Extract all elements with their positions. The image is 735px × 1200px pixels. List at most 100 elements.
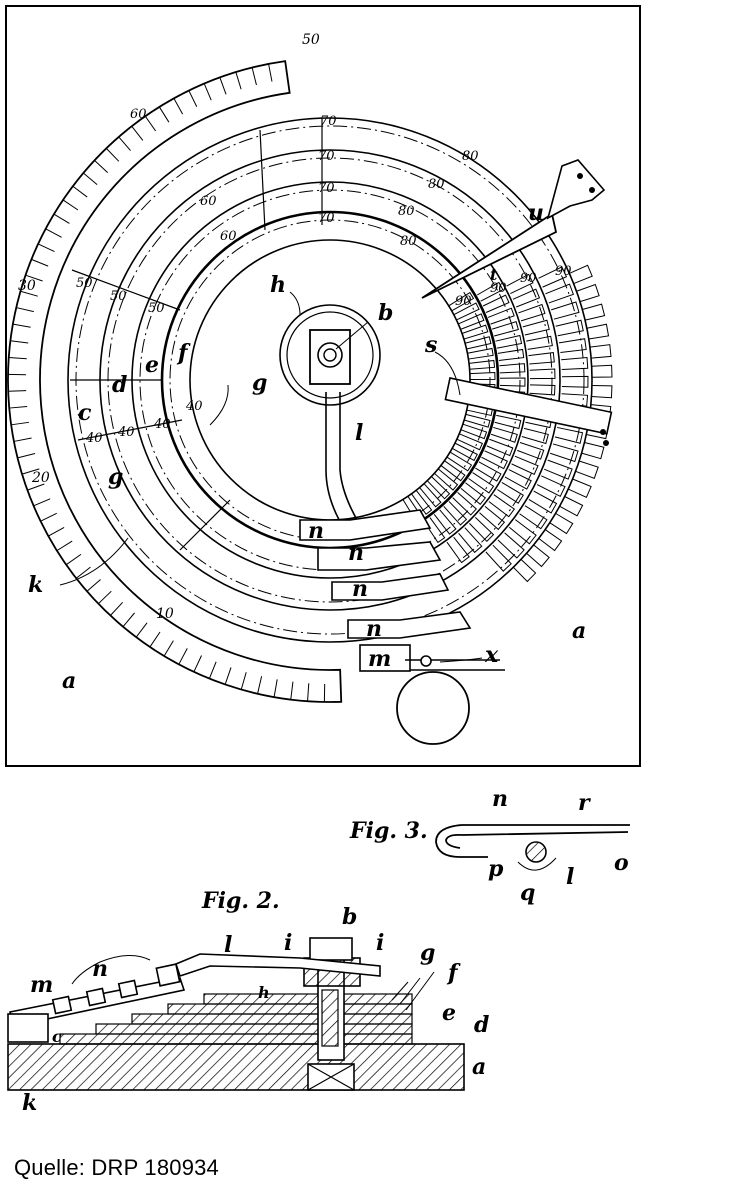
outer-band-tick bbox=[105, 148, 120, 162]
scale-number-30: 30 bbox=[18, 278, 36, 294]
comb-tooth bbox=[526, 335, 553, 350]
comb-tooth bbox=[538, 266, 568, 288]
outer-band-tick bbox=[284, 61, 289, 80]
comb-tooth bbox=[464, 413, 491, 428]
ring-number-60-c: 60 bbox=[200, 194, 217, 209]
comb-tooth bbox=[499, 377, 526, 387]
label-g-outer: g bbox=[108, 464, 123, 490]
outer-band-tick bbox=[56, 540, 73, 552]
comb-tooth bbox=[568, 478, 592, 499]
disc-stack bbox=[59, 993, 413, 1045]
ring-number-90-c: 90 bbox=[555, 264, 572, 279]
fig3-label-o: o bbox=[614, 850, 629, 876]
ring-number-50-d: 50 bbox=[110, 289, 127, 304]
fig2-label-h: h bbox=[258, 983, 270, 1002]
label-t: t bbox=[490, 265, 498, 284]
comb-tooth bbox=[529, 368, 556, 380]
outer-band-tick bbox=[224, 667, 232, 685]
ring-number-40-d: 40 bbox=[117, 425, 135, 440]
figure-1: 50 50 50 40 40 40 40 70 70 70 70 80 80 8… bbox=[5, 5, 641, 767]
comb-tooth bbox=[591, 364, 613, 378]
ring-number-40-e: 40 bbox=[153, 417, 171, 432]
comb-tooth bbox=[411, 490, 433, 515]
comb-tooth bbox=[469, 371, 496, 381]
outer-band-tick bbox=[149, 631, 161, 648]
outer-band-tick bbox=[65, 553, 82, 566]
comb-tooth bbox=[488, 494, 516, 518]
label-a-left: a bbox=[62, 668, 76, 694]
outer-band-tick bbox=[163, 640, 174, 657]
source-caption: Quelle: DRP 180934 bbox=[14, 1155, 219, 1180]
scale-number-20: 20 bbox=[31, 470, 50, 486]
outer-band-tick bbox=[48, 526, 65, 537]
ring-dividers bbox=[70, 118, 323, 551]
outer-band-tick bbox=[53, 213, 70, 224]
outer-band-tick bbox=[9, 405, 28, 409]
comb-tooth bbox=[464, 336, 492, 350]
comb-tooth bbox=[497, 532, 525, 559]
comb-tooth bbox=[558, 338, 587, 354]
figure-2-leaders bbox=[71, 955, 435, 1011]
comb-tooth bbox=[419, 483, 442, 508]
ring-number-90-e: 90 bbox=[490, 281, 507, 296]
label-c: c bbox=[78, 400, 92, 426]
outer-band-tick bbox=[72, 185, 88, 198]
outer-band-tick bbox=[10, 340, 29, 344]
comb-tooth bbox=[526, 544, 550, 568]
outer-band-tick bbox=[203, 83, 212, 101]
figure-3-spring bbox=[435, 824, 630, 858]
comb-tooth bbox=[554, 426, 584, 444]
outer-band-tick bbox=[340, 683, 342, 702]
outer-band-tick bbox=[290, 681, 294, 700]
comb-tooth bbox=[504, 469, 532, 490]
outer-band-tick bbox=[235, 71, 242, 90]
label-u: u bbox=[528, 200, 544, 226]
comb-tooth bbox=[569, 264, 593, 285]
outer-band-tick bbox=[219, 77, 227, 95]
fig2-label-a: a bbox=[472, 1054, 486, 1080]
comb-tooth bbox=[506, 273, 534, 295]
comb-tooth bbox=[589, 344, 612, 359]
comb-tooth bbox=[549, 443, 579, 463]
fig2-label-b: b bbox=[342, 904, 357, 930]
ring-number-80-d: 80 bbox=[428, 177, 445, 192]
comb-tooth bbox=[481, 450, 508, 470]
ring-numbers: 50 50 50 40 40 40 40 70 70 70 70 80 80 8… bbox=[76, 107, 572, 446]
figure-2: Fig. 2. bbox=[7, 888, 489, 1116]
outer-band-tick bbox=[240, 672, 247, 690]
outer-scale-numbers: 30 20 10 50 bbox=[18, 32, 320, 622]
ring-number-80-c: 80 bbox=[462, 149, 479, 164]
comb-tooth bbox=[446, 451, 473, 472]
comb-tooth bbox=[497, 348, 525, 361]
comb-tooth bbox=[576, 283, 600, 303]
comb-tooth bbox=[528, 490, 558, 514]
ring-number-50-e: 50 bbox=[148, 301, 165, 316]
comb-tooth bbox=[586, 323, 610, 340]
outer-band-tick bbox=[13, 437, 32, 442]
ring-number-60-band: 60 bbox=[130, 107, 147, 122]
outer-band-tick bbox=[37, 243, 55, 252]
comb-tooth bbox=[561, 375, 589, 388]
fig3-label-q: q bbox=[520, 880, 535, 906]
label-d: d bbox=[112, 372, 127, 398]
outer-band-tick bbox=[131, 125, 144, 141]
comb-tooth bbox=[518, 303, 546, 322]
comb-tooth bbox=[434, 468, 459, 491]
figure-2-labels: b i i l n m c h g f e d a k bbox=[22, 904, 489, 1116]
comb-tooth bbox=[582, 303, 606, 321]
outer-scale-band bbox=[7, 60, 343, 703]
comb-tooth bbox=[426, 476, 451, 500]
comb-tooth bbox=[460, 423, 488, 440]
comb-tooth bbox=[499, 363, 526, 374]
ring-number-80-f: 80 bbox=[400, 234, 417, 249]
outer-band-tick bbox=[12, 323, 31, 328]
outer-band-tick bbox=[33, 498, 51, 507]
outer-band-tick bbox=[20, 290, 38, 297]
fig3-label-n: n bbox=[492, 786, 508, 812]
ring-number-80-e: 80 bbox=[398, 204, 415, 219]
ring-number-50-c: 50 bbox=[76, 276, 93, 291]
label-e: e bbox=[145, 352, 159, 378]
comb-tooth bbox=[508, 519, 537, 545]
outer-band-tick bbox=[75, 566, 91, 579]
figure-2-caption: Fig. 2. bbox=[201, 888, 280, 914]
